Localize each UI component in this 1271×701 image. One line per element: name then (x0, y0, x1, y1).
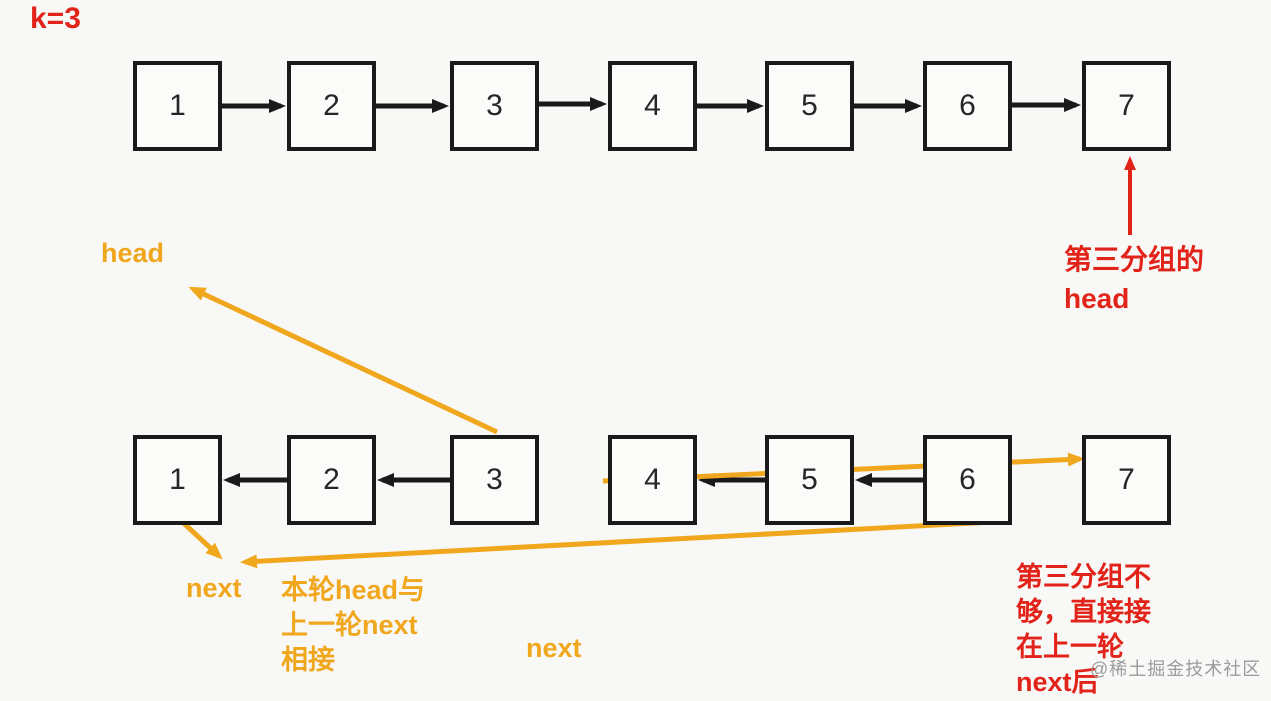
watermark: @稀土掘金技术社区 (1090, 659, 1262, 679)
connect-note-line3: 相接 (281, 645, 335, 675)
connect-note: 本轮head与 上一轮next 相接 (281, 573, 425, 678)
insufficient-group-note-line2: 够，直接接 (1016, 597, 1151, 627)
bottom-node-7: 7 (1082, 435, 1171, 525)
k-value-label: k=3 (30, 2, 81, 35)
bottom-node-3: 3 (450, 435, 539, 525)
head-arrow (188, 286, 499, 435)
next-label-middle: next (526, 633, 582, 663)
bottom-node-1: 1 (133, 435, 222, 525)
top-node-5: 5 (765, 61, 854, 151)
top-node-7: 7 (1082, 61, 1171, 151)
insufficient-group-note-line1: 第三分组不 (1016, 562, 1151, 592)
head-label: head (101, 238, 165, 268)
insufficient-group-note-line3: 在上一轮 (1016, 632, 1124, 662)
insufficient-group-note: 第三分组不 够，直接接 在上一轮 next后 (1016, 560, 1151, 700)
prev-next-connect-arrow (240, 519, 993, 569)
top-next-arrows (222, 97, 1081, 113)
top-node-2: 2 (287, 61, 376, 151)
bottom-node-6: 6 (923, 435, 1012, 525)
top-node-1: 1 (133, 61, 222, 151)
top-node-3: 3 (450, 61, 539, 151)
top-node-4: 4 (608, 61, 697, 151)
third-group-head-note-line2: head (1064, 283, 1130, 314)
bottom-node-2: 2 (287, 435, 376, 525)
bottom-node-5: 5 (765, 435, 854, 525)
insufficient-group-note-line4: next后 (1016, 667, 1099, 697)
top-node-6: 6 (923, 61, 1012, 151)
next-label-left: next (186, 573, 242, 603)
connect-note-line2: 上一轮next (281, 610, 418, 640)
connect-note-line1: 本轮head与 (281, 575, 426, 605)
bottom-node-4: 4 (608, 435, 697, 525)
third-group-head-note-line1: 第三分组的 (1064, 244, 1205, 275)
third-group-head-note: 第三分组的 head (1064, 240, 1204, 318)
